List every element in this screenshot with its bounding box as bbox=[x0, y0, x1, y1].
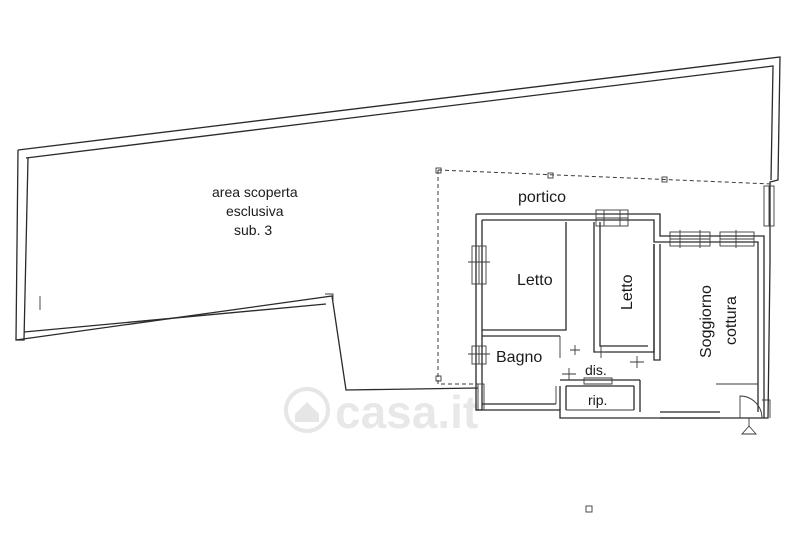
window-icon bbox=[669, 230, 711, 248]
windows bbox=[468, 185, 775, 365]
outdoor-area-label-1: area scoperta bbox=[212, 184, 298, 200]
room-label-letto-2: Letto bbox=[619, 274, 636, 310]
outdoor-area-outline bbox=[15, 56, 781, 419]
outdoor-area-label-2: esclusiva bbox=[226, 203, 284, 219]
room-label-soggiorno: Soggiorno bbox=[698, 285, 715, 358]
window-icon bbox=[719, 230, 755, 248]
apartment-walls bbox=[475, 213, 765, 419]
window-icon bbox=[468, 345, 490, 365]
room-label-rip: rip. bbox=[588, 392, 607, 408]
door-swing-icon bbox=[739, 395, 771, 419]
labels: area scoperta esclusiva sub. 3 portico L… bbox=[212, 184, 740, 408]
door-marks bbox=[562, 345, 644, 385]
watermark-text: casa.it bbox=[335, 386, 478, 438]
outdoor-area-label-3: sub. 3 bbox=[234, 222, 272, 238]
portico-outline bbox=[435, 167, 773, 385]
house-icon bbox=[284, 387, 330, 433]
window-icon bbox=[595, 209, 629, 227]
watermark: casa.it bbox=[284, 386, 478, 438]
portico-label: portico bbox=[518, 189, 566, 206]
entrance-arrow-icon bbox=[741, 418, 757, 435]
window-icon bbox=[763, 185, 775, 227]
front-posts bbox=[477, 383, 593, 513]
room-label-bagno: Bagno bbox=[496, 349, 542, 366]
window-icon bbox=[468, 245, 490, 285]
room-label-cottura: cottura bbox=[723, 296, 740, 345]
room-label-letto-1: Letto bbox=[517, 272, 553, 289]
room-label-dis: dis. bbox=[585, 362, 607, 378]
